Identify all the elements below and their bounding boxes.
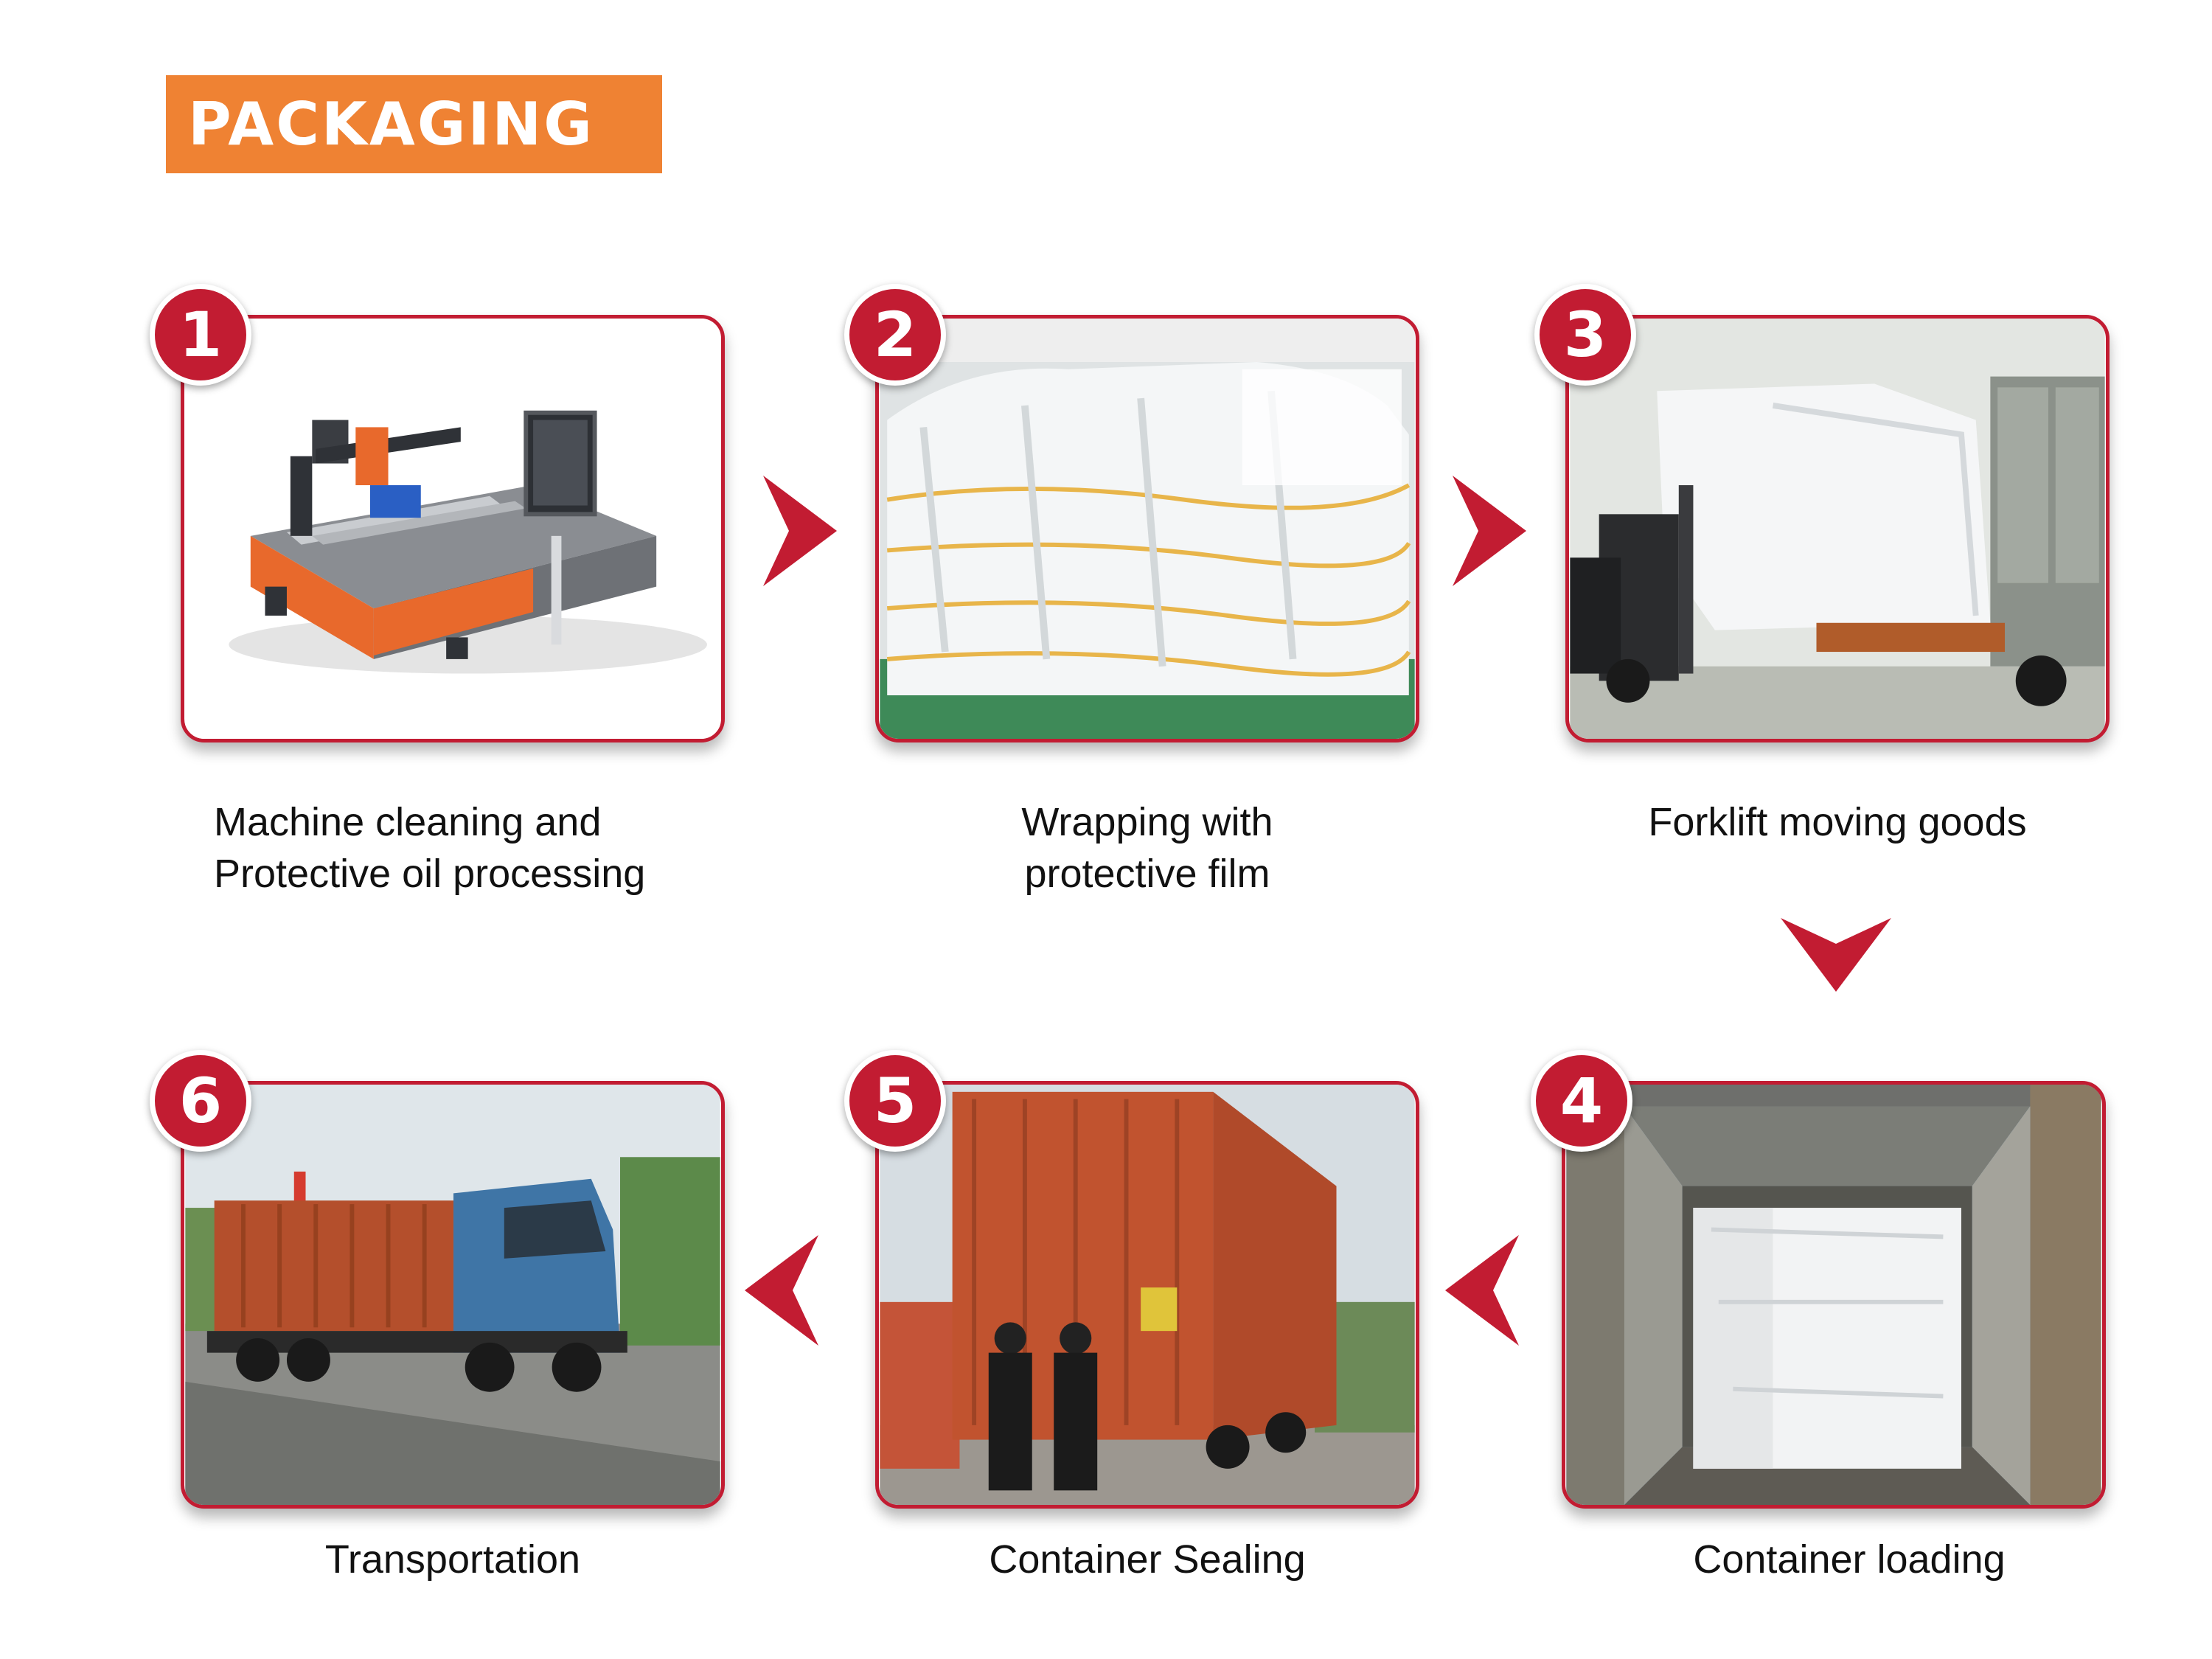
step-1: 1 [150,284,725,742]
section-title: PACKAGING [188,90,594,159]
film-wrapped-machine-icon [880,319,1415,739]
step-1-photo [181,315,725,742]
step-5-caption: Container Sealing [989,1537,1306,1582]
step-2-photo [875,315,1419,742]
arrow-right-icon [763,476,837,586]
step-5: 5 [844,1050,1419,1509]
step-2: 2 [844,284,1419,742]
step-4-caption: Container loading [1693,1537,2006,1582]
step-3-photo [1565,315,2110,742]
step-number-badge: 4 [1531,1050,1632,1152]
container-truck-icon [185,1085,720,1505]
arrow-right-icon [1453,476,1526,586]
step-1-caption: Machine cleaning and Protective oil proc… [214,800,646,896]
laser-cutting-machine-icon [185,319,720,739]
step-6-caption: Transportation [324,1537,581,1582]
arrow-down-icon [1781,918,1891,992]
forklift-icon [1570,319,2105,739]
step-4: 4 [1531,1050,2106,1509]
step-number-badge: 3 [1534,284,1636,386]
container-interior-icon [1566,1085,2101,1505]
step-3: 3 [1534,284,2110,742]
step-number-badge: 1 [150,284,251,386]
section-title-badge: PACKAGING [166,75,662,173]
arrow-left-icon [745,1235,818,1346]
step-6-photo [181,1081,725,1509]
arrow-left-icon [1445,1235,1519,1346]
step-3-caption: Forklift moving goods [1648,800,2027,844]
step-number-badge: 5 [844,1050,946,1152]
step-number-badge: 2 [844,284,946,386]
step-2-caption: Wrapping with protective film [1021,800,1273,896]
step-5-photo [875,1081,1419,1509]
step-number-badge: 6 [150,1050,251,1152]
step-6: 6 [150,1050,725,1509]
step-4-photo [1562,1081,2106,1509]
container-doors-icon [880,1085,1415,1505]
